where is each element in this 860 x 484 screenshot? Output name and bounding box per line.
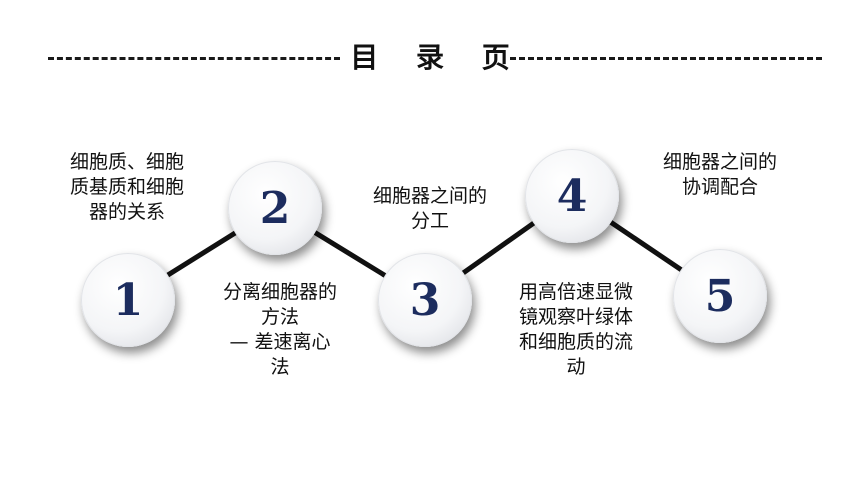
step-circle-5[interactable]: 5: [673, 249, 767, 343]
step-circle-3[interactable]: 3: [378, 253, 472, 347]
step-number-1: 1: [112, 274, 144, 326]
step-number-4: 4: [556, 170, 588, 222]
title-dash-right: [510, 57, 822, 60]
title-dash-left: [48, 57, 340, 60]
step-circle-1[interactable]: 1: [81, 253, 175, 347]
step-number-2: 2: [259, 182, 291, 234]
step-label-5: 细胞器之间的协调配合: [662, 151, 777, 198]
step-label-3: 细胞器之间的分工: [372, 185, 487, 232]
step-number-3: 3: [409, 274, 441, 326]
step-circle-4[interactable]: 4: [525, 149, 619, 243]
page-title: 目 录 页: [350, 41, 524, 74]
step-circle-2[interactable]: 2: [228, 161, 322, 255]
step-label-1: 细胞质、细胞质基质和细胞器的关系: [69, 151, 184, 223]
step-label-2: 分离细胞器的方法— 差速离心法: [222, 281, 337, 378]
step-label-4: 用高倍速显微镜观察叶绿体和细胞质的流动: [518, 281, 633, 378]
step-number-5: 5: [704, 270, 736, 322]
